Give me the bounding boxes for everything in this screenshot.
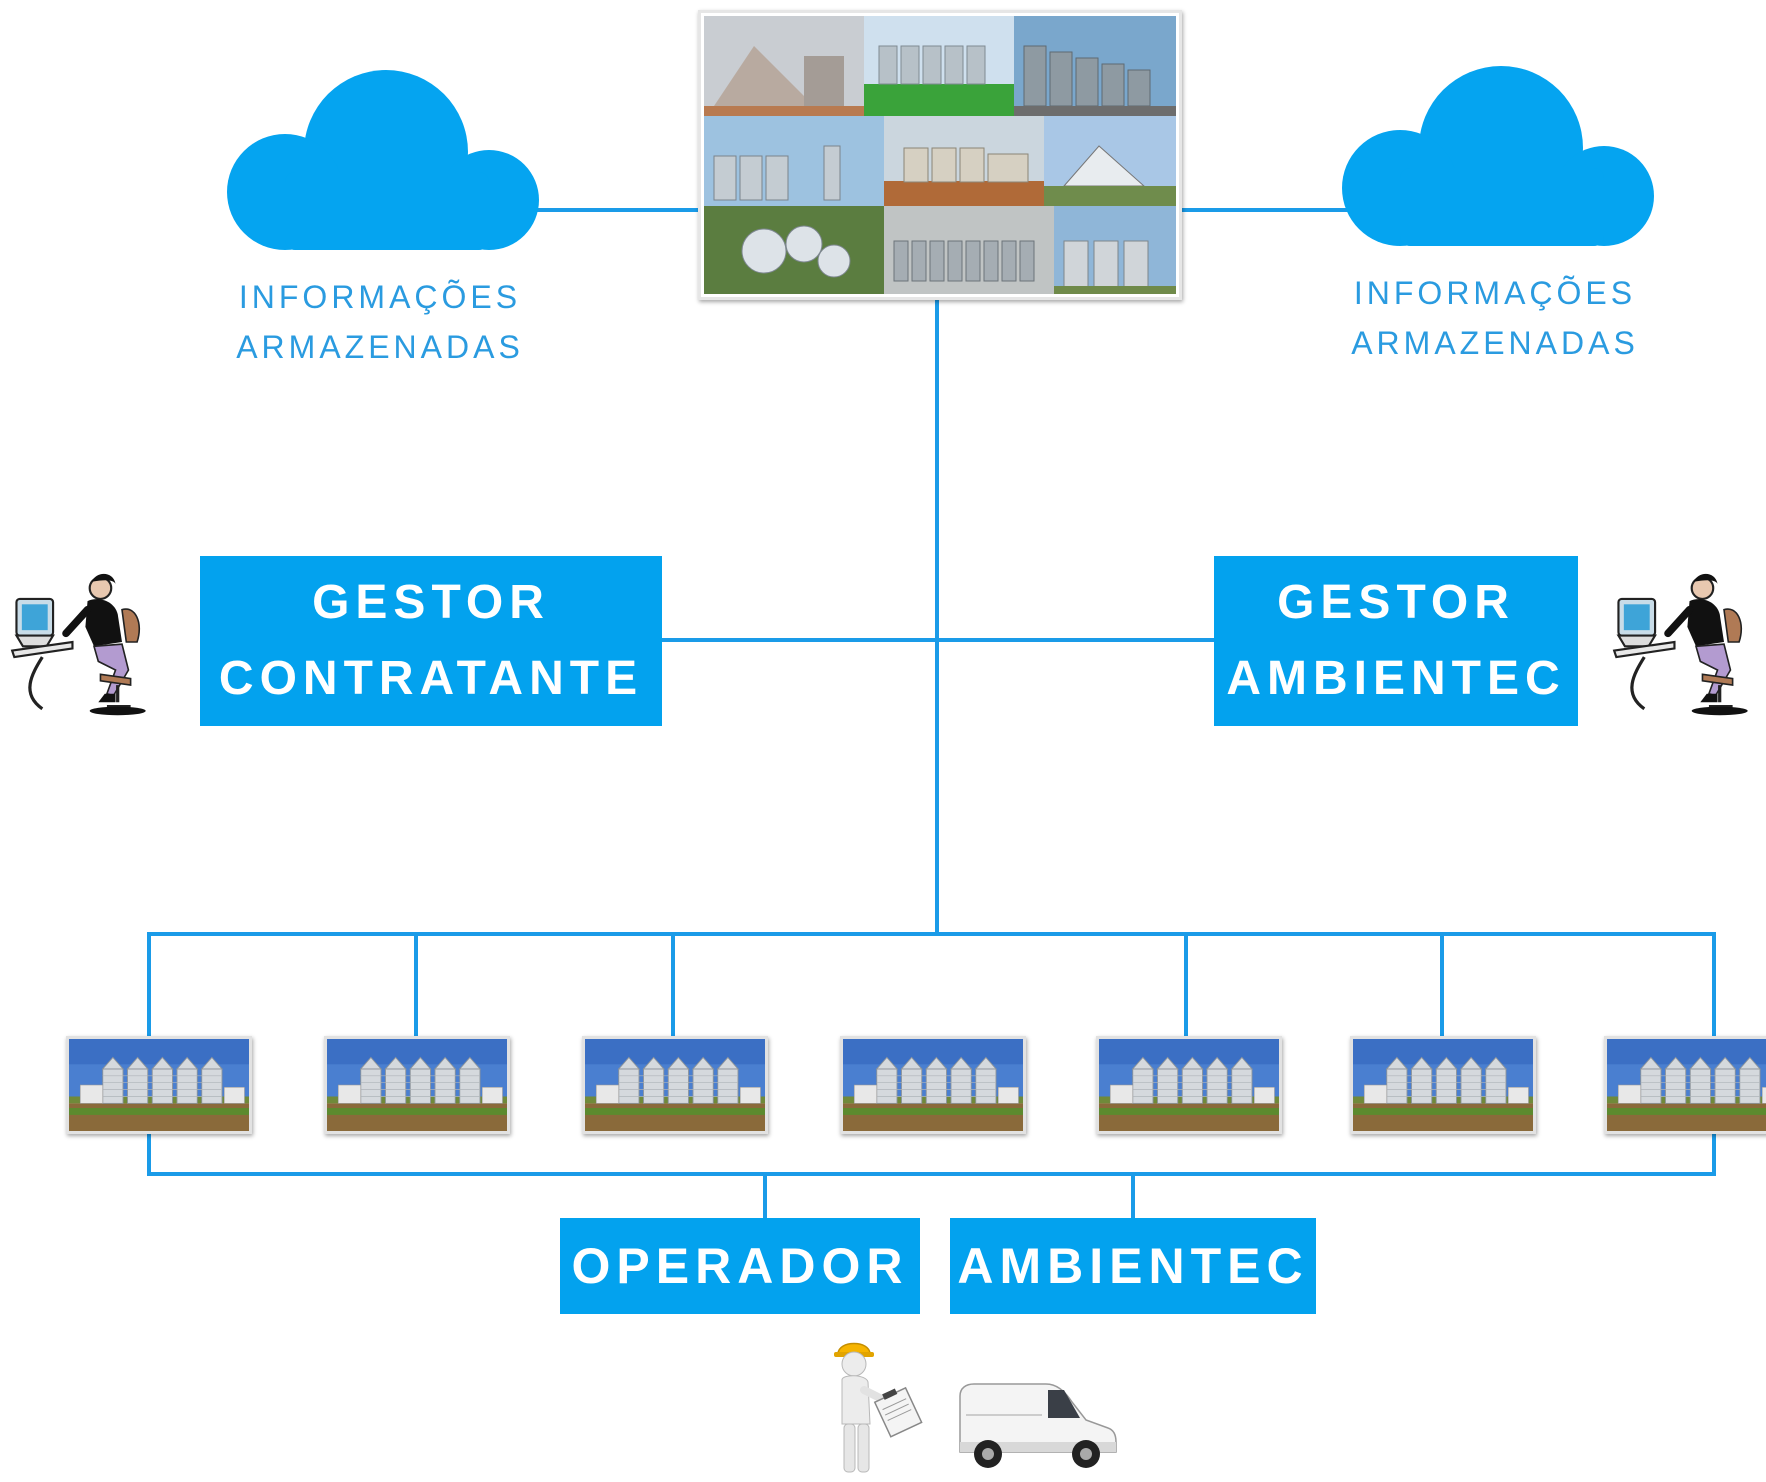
grain-storage-collage: [698, 10, 1182, 300]
connector-line: [1178, 208, 1348, 212]
drop-line: [671, 932, 675, 1036]
collection-bus: [147, 1172, 1716, 1176]
silo-photo: [582, 1036, 768, 1134]
silo-photo: [324, 1036, 510, 1134]
worker-with-clipboard-icon: [820, 1338, 932, 1478]
cloud-icon: [227, 70, 539, 250]
silo-photo: [1096, 1036, 1282, 1134]
cloud-icon: [1342, 66, 1654, 246]
connector-line: [1131, 1172, 1135, 1220]
cloud-left-label: INFORMAÇÕES ARMAZENADAS: [200, 272, 560, 372]
distribution-bus: [147, 932, 1716, 936]
drop-line: [1184, 932, 1188, 1036]
cloud-label-line1: INFORMAÇÕES: [1353, 275, 1637, 311]
gestor-contratante-line1: GESTOR: [312, 576, 550, 629]
cloud-label-line2: ARMAZENADAS: [1351, 325, 1639, 361]
drop-line: [1440, 932, 1444, 1036]
gestor-ambientec-line2: AMBIENTEC: [1226, 652, 1566, 705]
office-worker-icon: [10, 566, 150, 718]
gestor-contratante-line2: CONTRATANTE: [218, 652, 644, 705]
operador-label: OPERADOR: [571, 1238, 909, 1294]
trunk-line: [935, 292, 939, 932]
silo-photo: [840, 1036, 1026, 1134]
drop-line: [414, 932, 418, 1036]
cloud-right: [1338, 56, 1654, 246]
silo-photo: [66, 1036, 252, 1134]
cloud-right-label: INFORMAÇÕES ARMAZENADAS: [1315, 268, 1675, 368]
connector-line: [660, 638, 1218, 642]
ambientec-box: AMBIENTEC: [950, 1218, 1316, 1314]
cloud-label-line2: ARMAZENADAS: [236, 329, 524, 365]
cloud-left: [223, 60, 539, 250]
van-icon: [952, 1376, 1122, 1472]
cloud-label-line1: INFORMAÇÕES: [238, 279, 522, 315]
ambientec-label: AMBIENTEC: [957, 1238, 1309, 1294]
connector-line: [763, 1172, 767, 1220]
silo-photo: [1604, 1036, 1766, 1134]
connector-line: [533, 208, 698, 212]
office-worker-icon: [1612, 566, 1752, 718]
gestor-contratante-box: GESTOR CONTRATANTE: [200, 556, 662, 726]
gestor-ambientec-box: GESTOR AMBIENTEC: [1214, 556, 1578, 726]
operador-box: OPERADOR: [560, 1218, 920, 1314]
gestor-ambientec-line1: GESTOR: [1277, 576, 1515, 629]
silo-photo: [1350, 1036, 1536, 1134]
